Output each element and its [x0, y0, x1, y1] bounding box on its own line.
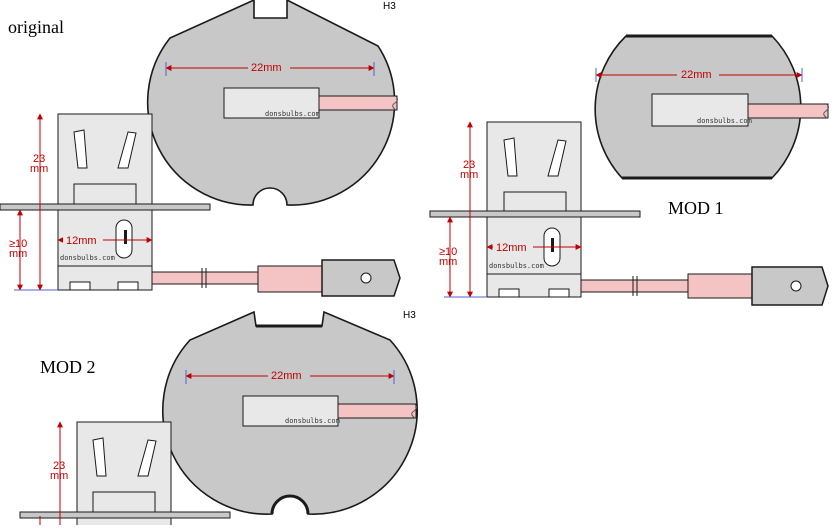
mod1-label: MOD 1	[668, 198, 724, 218]
width-label: 22mm	[271, 370, 302, 382]
base-side-view-mod1: donsbulbs.com	[429, 121, 641, 298]
wire-connector-mod1	[580, 266, 829, 306]
slot-label: 12mm	[66, 235, 97, 247]
watermark-text: donsbulbs.com	[285, 417, 340, 425]
width-label: 22mm	[681, 69, 712, 81]
height-unit: mm	[30, 163, 48, 175]
slot-label: 12mm	[496, 242, 527, 254]
watermark-text: donsbulbs.com	[489, 262, 544, 270]
height-dimensions-mod1: 23 mm ≥10 mm 12mm	[439, 121, 582, 298]
flange-front-view-mod1: donsbulbs.com	[594, 34, 829, 180]
height-unit: mm	[460, 169, 478, 181]
base-side-view-mod2	[19, 421, 231, 529]
original-label: original	[8, 17, 64, 37]
height-value: 23	[53, 460, 65, 472]
depth-unit: mm	[439, 256, 457, 268]
height-dimensions-original: 23 mm ≥10 mm 12mm	[9, 113, 153, 291]
original-variant: original H3 donsbulbs.com 22mm	[0, 0, 401, 297]
mod1-variant: MOD 1 donsbulbs.com 22mm dons	[429, 34, 829, 306]
depth-value: ≥10	[9, 238, 27, 250]
h3-label-top: H3	[383, 1, 396, 12]
depth-value: ≥10	[439, 246, 457, 258]
flange-front-view-original: donsbulbs.com	[146, 0, 398, 206]
width-dimension-mod2: 22mm	[185, 368, 395, 384]
height-value: 23	[33, 153, 45, 165]
base-side-view-original: donsbulbs.com	[0, 113, 211, 291]
height-value: 23	[463, 159, 475, 171]
height-unit: mm	[50, 470, 68, 482]
mod2-variant: MOD 2 H3 donsbulbs.com 22mm	[19, 310, 418, 529]
watermark-text: donsbulbs.com	[265, 110, 320, 118]
height-dimensions-mod2: 23 mm	[39, 421, 68, 525]
h3-label-mod2: H3	[403, 310, 416, 321]
depth-unit: mm	[9, 248, 27, 260]
wire-connector-original	[151, 259, 401, 297]
width-dimension-original: 22mm	[165, 60, 375, 76]
width-dimension-mod1: 22mm	[595, 67, 803, 82]
watermark-text: donsbulbs.com	[697, 117, 752, 125]
width-label: 22mm	[251, 62, 282, 74]
watermark-text: donsbulbs.com	[60, 254, 115, 262]
mod2-label: MOD 2	[40, 357, 96, 377]
flange-front-view-mod2: donsbulbs.com	[162, 310, 418, 515]
